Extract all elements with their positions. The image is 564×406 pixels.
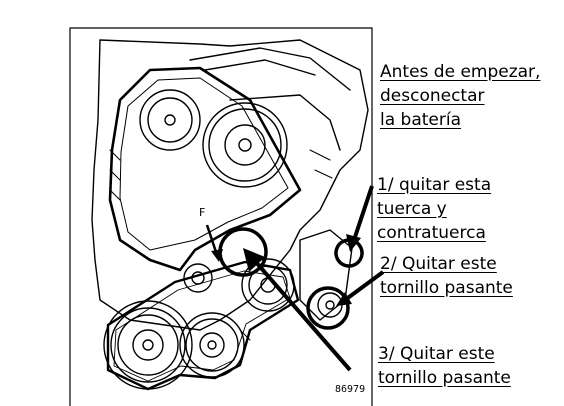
figure-number: 86979 — [335, 384, 366, 395]
highlight-circle-bolt-lower — [306, 286, 350, 330]
note-step2: 2/ Quitar este tornillo pasante — [380, 252, 513, 300]
arrow-step3-shaft — [252, 258, 352, 372]
note-step2-line2: tornillo pasante — [380, 278, 513, 298]
engine-head-detail — [189, 47, 351, 151]
arrow-f-shaft — [205, 224, 219, 256]
note-step3-line2: tornillo pasante — [378, 368, 511, 388]
arrow-f-head — [211, 249, 223, 262]
arrow-step1-head — [346, 234, 361, 252]
arrow-step1-shaft — [352, 185, 374, 241]
arrow-step2-head — [336, 292, 352, 306]
note-step1-line3: contratuerca — [377, 223, 486, 243]
note-step2-line1: 2/ Quitar este — [380, 254, 497, 274]
timing-belt — [108, 66, 302, 272]
accessory-belt — [106, 260, 300, 391]
upper-pulley — [139, 89, 201, 151]
camshaft-pulley — [202, 102, 288, 188]
arrow-step3-head — [243, 248, 265, 272]
note-step1: 1/ quitar esta tuerca y contratuerca — [377, 173, 491, 245]
arrow-step2-shaft — [343, 270, 385, 302]
note-step1-line1: 1/ quitar esta — [377, 175, 492, 195]
engine-block-outline — [91, 39, 369, 331]
note-intro-line2: desconectar — [380, 86, 485, 106]
note-intro-line1: Antes de empezar, — [380, 62, 541, 82]
note-step3: 3/ Quitar este tornillo pasante — [378, 342, 511, 390]
note-intro-line3: la batería — [380, 110, 462, 130]
note-intro: Antes de empezar, desconectar la batería — [380, 60, 540, 132]
note-step1-line2: tuerca y — [377, 199, 447, 219]
part-letter-label: F — [199, 206, 206, 219]
note-step3-line1: 3/ Quitar este — [378, 344, 495, 364]
